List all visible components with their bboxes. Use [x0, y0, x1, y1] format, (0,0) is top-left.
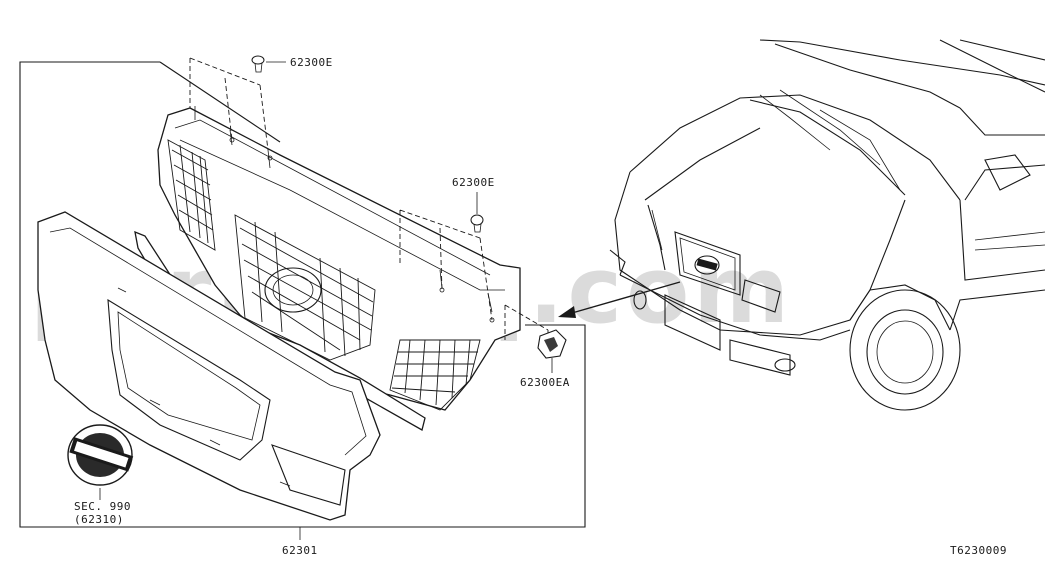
assembly-boundary	[19, 61, 586, 540]
vehicle-locator-view	[609, 39, 1045, 411]
callout-62310: (62310)	[74, 513, 124, 526]
callout-sec-990: SEC. 990	[74, 500, 131, 513]
clip-62300E-top	[251, 55, 286, 73]
callout-62300E-mid: 62300E	[452, 176, 495, 189]
clip-62300EA-bracket	[537, 329, 567, 373]
callout-62300E-top: 62300E	[290, 56, 333, 69]
locator-arrow	[558, 281, 681, 318]
grille-back-panel	[157, 106, 521, 411]
callout-62301: 62301	[282, 544, 318, 557]
clip-62300E-mid	[470, 192, 484, 233]
grille-outer-frame	[37, 211, 381, 521]
callout-62300EA: 62300EA	[520, 376, 570, 389]
figure-code: T6230009	[950, 544, 1007, 557]
nissan-emblem	[67, 424, 134, 500]
